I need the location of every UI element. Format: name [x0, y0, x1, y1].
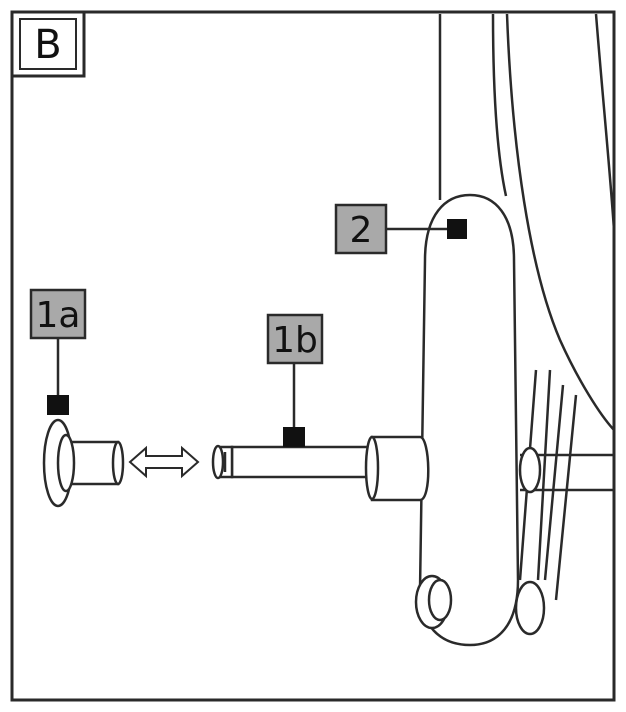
fork-leg: [418, 193, 520, 647]
callout-1b-label: 1b: [272, 320, 318, 361]
marker-1b: [283, 427, 305, 447]
callout-2: 2: [334, 203, 388, 255]
callout-2-label: 2: [350, 210, 373, 251]
diagram-frame: [10, 10, 616, 702]
curved-frame: [505, 13, 616, 431]
marker-2: [447, 219, 467, 239]
callout-1b: 1b: [266, 313, 324, 365]
double-arrow-icon: [128, 445, 200, 479]
end-cap: [42, 418, 125, 508]
panel-label: B: [10, 10, 86, 78]
rear-strut: [514, 369, 614, 636]
panel-letter: B: [34, 22, 61, 68]
fork-bolt-head: [414, 574, 453, 630]
callout-1a-label: 1a: [36, 295, 81, 336]
frame-tube: [438, 13, 508, 200]
callout-1a: 1a: [29, 288, 87, 340]
marker-1a: [47, 395, 69, 415]
axle-pin: [211, 435, 430, 502]
leader-lines: [56, 227, 448, 428]
